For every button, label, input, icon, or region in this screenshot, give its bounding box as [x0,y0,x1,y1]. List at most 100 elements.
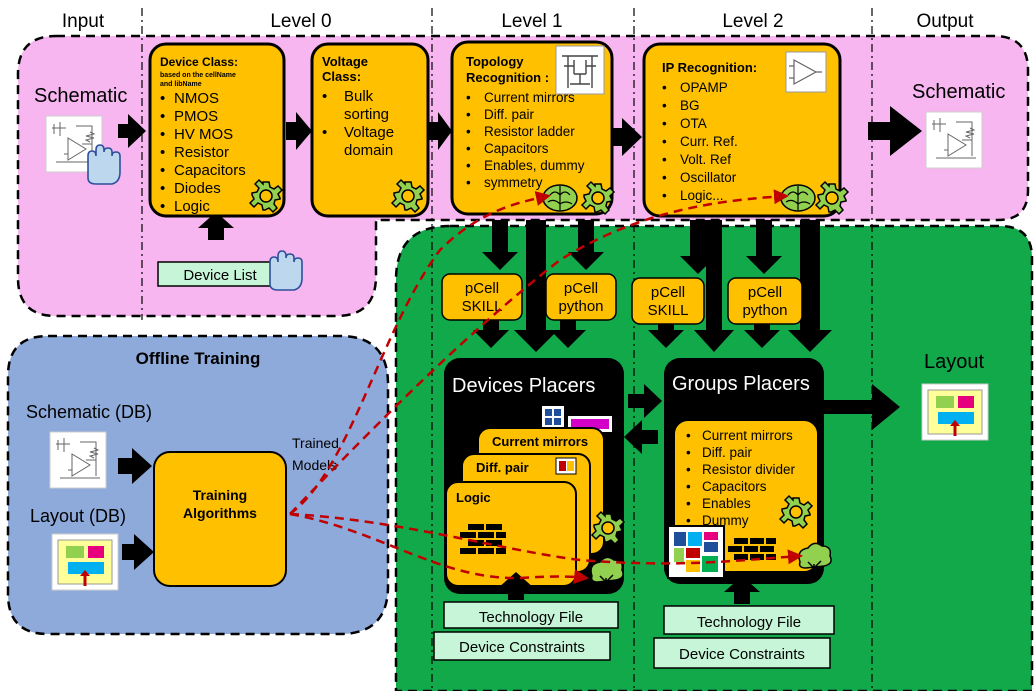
svg-text:SKILL: SKILL [648,302,689,319]
column-header-level-2: Level 2 [722,11,783,32]
schematic-db-thumbnail [49,431,107,489]
svg-text:NMOS: NMOS [174,90,219,107]
training-algorithms-label-2: Algorithms [183,505,257,521]
column-header-level-1: Level 1 [501,11,562,32]
svg-text:•: • [160,90,165,107]
column-separators [141,8,873,691]
output-schematic-thumbnail [925,111,983,169]
svg-text:•: • [662,134,667,149]
topology-list: •Current mirrors •Diff. pair •Resistor l… [466,90,585,190]
schematic-db-label: Schematic (DB) [26,402,152,422]
svg-text:Diff. pair: Diff. pair [702,445,753,460]
svg-text:Technology File: Technology File [697,614,801,631]
device-class-subtitle-2: and libName [160,81,202,88]
svg-text:•: • [322,124,327,141]
training-algorithms-box [153,451,287,587]
input-schematic-label: Schematic [34,85,127,107]
layout-db-label: Layout (DB) [30,506,126,526]
svg-text:Technology File: Technology File [479,609,583,626]
voltage-class-title-1: Voltage [322,54,368,69]
svg-text:OTA: OTA [680,116,707,131]
device-class-list: • NMOS • PMOS • HV MOS • Resistor • Capacitor… [160,90,246,215]
svg-text:Volt. Ref: Volt. Ref [680,152,731,167]
technology-file-doc-l2: Technology File [663,605,835,635]
opamp-icon [785,51,827,93]
placer-exchange-arrows [498,384,900,604]
svg-text:pCell: pCell [564,280,598,297]
brick-wall-icon [728,538,776,560]
output-layout-thumbnail [920,382,990,442]
ip-recognition-title: IP Recognition: [662,60,757,75]
svg-text:domain: domain [344,142,393,159]
device-constraints-doc-l2: Device Constraints [653,637,831,669]
output-layout-label: Layout [924,351,984,373]
output-schematic-label: Schematic [912,81,1005,103]
svg-text:Current mirrors: Current mirrors [484,90,575,105]
layout-db-thumbnail [50,532,120,592]
device-constraints-doc-l1: Device Constraints [433,631,611,661]
svg-text:Oscillator: Oscillator [680,170,737,185]
svg-text:Device Constraints: Device Constraints [459,639,585,656]
svg-text:symmetry: symmetry [484,175,543,190]
svg-text:Device Constraints: Device Constraints [679,646,805,663]
column-header-level-0: Level 0 [270,11,331,32]
svg-text:•: • [686,479,691,494]
svg-text:Diff. pair: Diff. pair [484,107,535,122]
svg-text:OPAMP: OPAMP [680,80,728,95]
svg-text:Current mirrors: Current mirrors [492,434,588,449]
svg-text:•: • [160,126,165,143]
svg-text:•: • [686,496,691,511]
topology-title-1: Topology [466,54,524,69]
svg-text:Bulk: Bulk [344,88,374,105]
svg-text:BG: BG [680,98,700,113]
pcell-python-level2: pCell python [727,277,803,325]
topology-title-2: Recognition : [466,70,549,85]
svg-text:•: • [160,144,165,161]
svg-text:•: • [686,445,691,460]
groups-placers-list: •Current mirrors •Diff. pair •Resistor d… [686,428,796,528]
svg-text:Capacitors: Capacitors [174,162,246,179]
svg-text:•: • [160,198,165,215]
svg-text:Diodes: Diodes [174,180,221,197]
svg-text:•: • [662,188,667,203]
voltage-class-title-2: Class: [322,69,361,84]
svg-text:pCell: pCell [465,280,499,297]
pcell-skill-level1: pCell SKILL [441,273,523,321]
svg-text:Resistor ladder: Resistor ladder [484,124,575,139]
svg-text:sorting: sorting [344,106,389,123]
svg-text:python: python [558,298,603,315]
svg-text:Enables: Enables [702,496,751,511]
svg-text:•: • [466,124,471,139]
svg-text:HV MOS: HV MOS [174,126,233,143]
group-layout-icon [667,525,725,579]
brain-icon [542,184,578,212]
flow-arrows-down [473,220,832,352]
svg-text:Resistor divider: Resistor divider [702,462,796,477]
brain-icon [780,184,816,212]
svg-text:Resistor: Resistor [174,144,229,161]
svg-text:PMOS: PMOS [174,108,218,125]
column-header-output: Output [916,11,974,32]
column-header-input: Input [62,11,105,32]
logic-card: Logic [445,481,577,587]
voltage-class-list: •Bulk sorting •Voltage domain [322,88,394,159]
device-class-box [148,42,286,218]
svg-text:Dummy: Dummy [702,513,749,528]
svg-text:pCell: pCell [748,284,782,301]
svg-text:Curr. Ref.: Curr. Ref. [680,134,738,149]
svg-text:Capacitors: Capacitors [702,479,767,494]
brick-wall-icon [460,524,506,554]
device-list-label: Device List [183,267,257,284]
svg-text:Voltage: Voltage [344,124,394,141]
technology-file-doc-l1: Technology File [443,601,619,629]
svg-text:•: • [160,108,165,125]
svg-text:•: • [686,513,691,528]
training-algorithms-label-1: Training [193,487,247,503]
topology-circuit-icon [555,45,605,95]
device-class-subtitle-1: based on the cellName [160,72,236,79]
svg-text:•: • [662,170,667,185]
flow-arrows-top [118,106,922,240]
svg-text:Logic: Logic [174,198,210,215]
